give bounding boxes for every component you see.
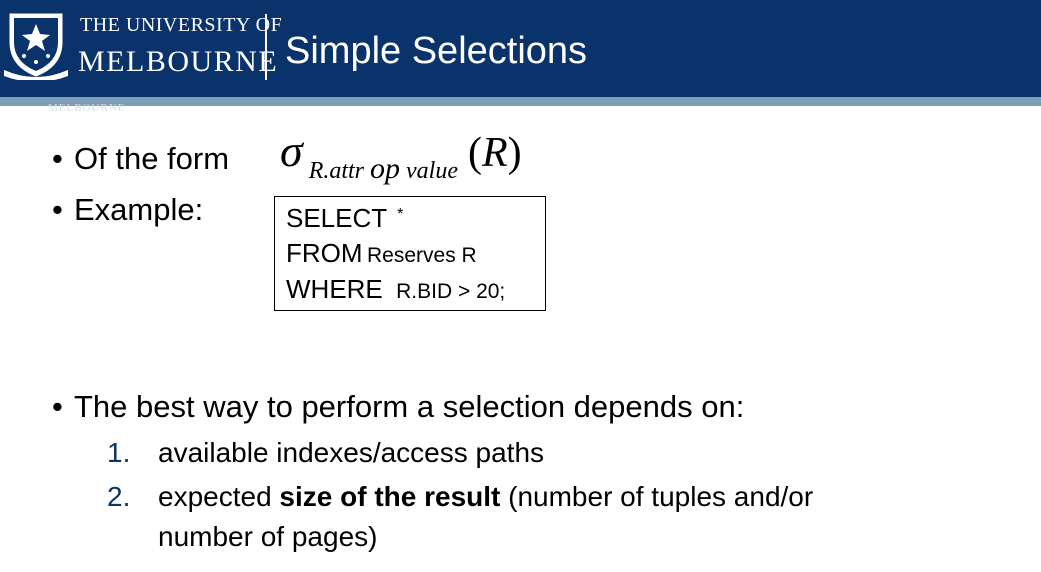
slide-title: Simple Selections [285,30,588,72]
formula-paren-open: ( [468,130,483,176]
header-bar [0,0,1041,97]
sql-example-box: SELECT * FROM Reserves R WHERE R.BID > 20… [274,196,546,311]
list-text-1: available indexes/access paths [158,437,545,468]
bullet-dot: • [52,141,63,176]
formula-subscript-attr: R.attr [308,158,365,184]
formula-subscript: R.attr op value [308,152,459,185]
formula-relation: (R) [468,130,522,176]
sql-from-keyword: FROM [286,238,363,268]
sql-where-line: WHERE R.BID > 20; [286,274,505,305]
sql-where-argument: R.BID > 20; [396,280,506,303]
bullet-dot: • [52,192,63,227]
formula-subscript-op: op [370,152,401,185]
bullet-example-label: Example: [74,192,204,227]
sql-from-argument: Reserves R [367,244,477,267]
bullet-dot: • [52,389,63,424]
logo-divider [265,14,267,80]
university-name-line2: MELBOURNE [78,45,279,78]
list-item-2-continuation: number of pages) [158,521,378,552]
list-text-2-after: (number of tuples and/or [500,481,814,512]
bullet-best-way-text: The best way to perform a selection depe… [74,389,745,424]
sql-where-keyword: WHERE [286,274,383,304]
sql-from-line: FROM Reserves R [286,238,477,269]
list-text-2-bold: size of the result [279,481,501,512]
bullet-best-way: • The best way to perform a selection dep… [52,389,744,425]
sql-select-keyword: SELECT [286,203,388,233]
university-name-line1: THE UNIVERSITY OF [80,14,283,36]
formula-relation-name: R [482,130,508,176]
formula-paren-close: ) [507,130,522,176]
formula-subscript-value: value [406,158,459,184]
bullet-form: • Of the form [52,141,229,177]
formula-sigma: σ [280,125,303,176]
list-text-2: expected size of the result (number of t… [158,481,813,513]
header-stripe [0,97,1041,106]
bullet-form-label: Of the form [74,141,230,176]
bullet-example: • Example: [52,192,203,228]
list-text-2-before: expected [158,481,280,512]
list-number-2: 2. [107,481,131,512]
university-crest-icon [4,13,68,80]
sql-select-argument: * [397,206,404,223]
sql-select-line: SELECT * [286,203,403,234]
list-number-1: 1. [107,437,131,468]
ghost-watermark-text: MELBOURNE [48,102,126,114]
